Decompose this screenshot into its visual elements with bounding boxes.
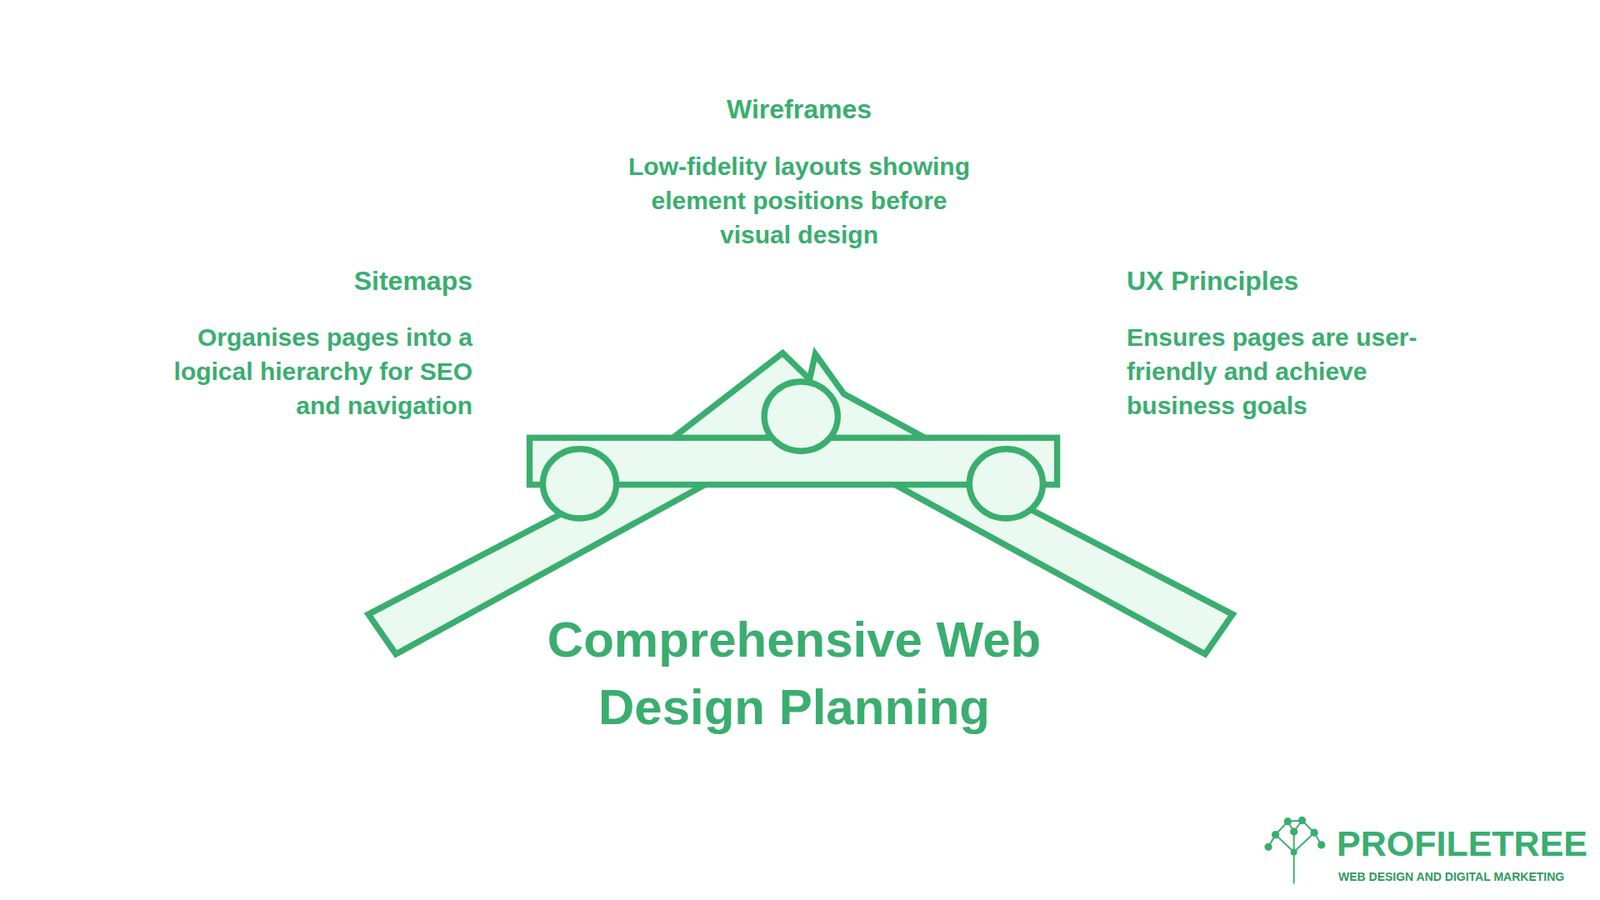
logo-tagline: WEB DESIGN AND DIGITAL MARKETING <box>1338 870 1565 884</box>
section-body: Ensures pages are user-friendly and achi… <box>1126 320 1469 423</box>
hinge-circle <box>764 381 838 451</box>
section-body: Organises pages into a logical hierarchy… <box>139 320 473 423</box>
hinge-circle <box>969 449 1043 519</box>
logo-wordmark: PROFILETREE <box>1336 820 1588 867</box>
logo-tree-icon <box>1265 817 1325 885</box>
diagram-title: Comprehensive Web Design Planning <box>544 605 1045 741</box>
section-heading: Wireframes <box>611 92 987 126</box>
section-body: Low-fidelity layouts showing element pos… <box>628 149 970 252</box>
section-heading: Sitemaps <box>139 264 473 298</box>
hinge-circle <box>542 449 616 519</box>
section-heading: UX Principles <box>1126 264 1477 298</box>
